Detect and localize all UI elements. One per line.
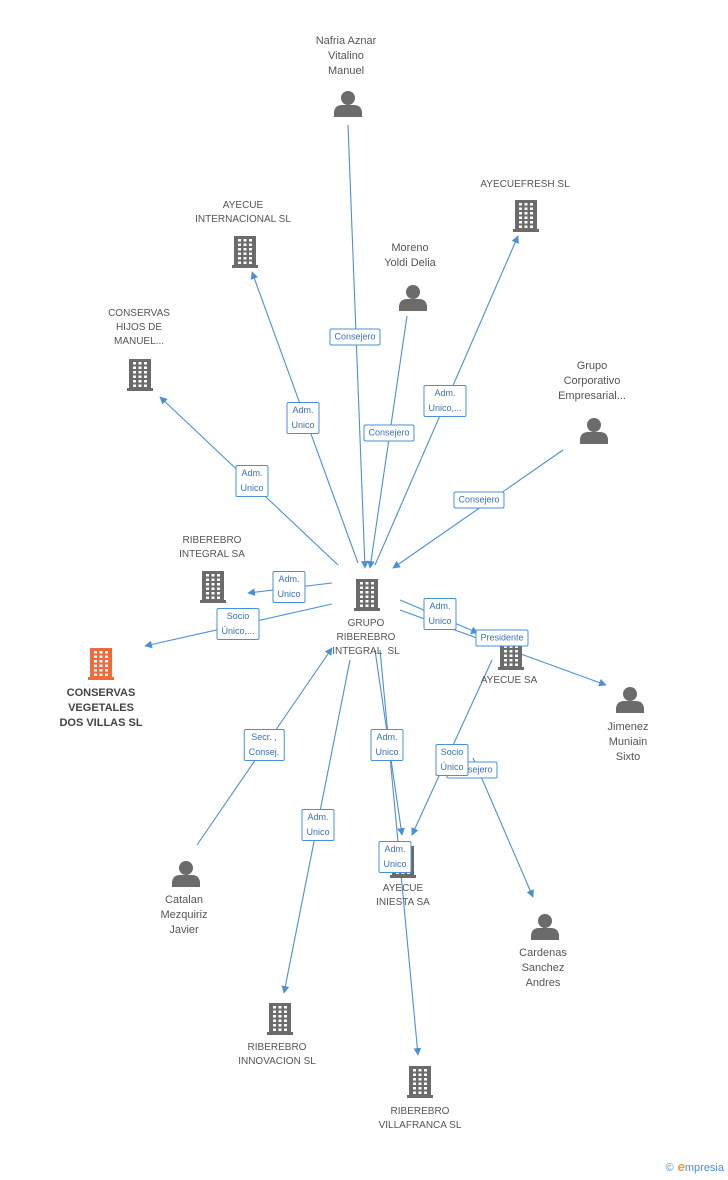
node-label-riberebro-int[interactable]: RIBEREBRO INTEGRAL SA	[179, 535, 245, 560]
building-icon-conservas-vd[interactable]	[88, 648, 114, 680]
node-label-ayecue-sa[interactable]: AYECUE SA	[480, 675, 538, 686]
relation-label-4[interactable]: Adm. Unico,...	[423, 385, 467, 417]
edge-6	[392, 449, 564, 569]
empresia-logo-text: mpresia	[684, 1162, 724, 1174]
building-icon-riberebro-int[interactable]	[200, 571, 226, 603]
relation-label-12[interactable]: Adm. Unico	[301, 809, 335, 841]
empresia-credit[interactable]: ©empresia	[666, 1159, 724, 1174]
person-icon-cardenas[interactable]	[531, 914, 559, 940]
person-icon-jimenez[interactable]	[616, 687, 644, 713]
relation-label-2[interactable]: Adm. Unico	[286, 402, 320, 434]
building-icon-grupo[interactable]	[354, 579, 380, 611]
node-label-moreno[interactable]: Moreno Yoldi Delia	[384, 242, 436, 269]
person-icon-grupo-corp[interactable]	[580, 418, 608, 444]
node-label-riberebro-vf[interactable]: RIBEREBRO VILLAFRANCA SL	[378, 1106, 462, 1131]
node-label-grupo-corp[interactable]: Grupo Corporativo Empresarial...	[558, 360, 626, 402]
node-label-riberebro-inn[interactable]: RIBEREBRO INNOVACION SL	[238, 1042, 316, 1067]
relation-label-11[interactable]: Secr. , Consej.	[243, 729, 285, 761]
node-label-catalan[interactable]: Catalan Mezquiriz Javier	[160, 894, 208, 936]
relation-label-13[interactable]: Adm. Unico	[370, 729, 404, 761]
node-label-ayecuefresh[interactable]: AYECUEFRESH SL	[480, 179, 570, 190]
relation-label-5[interactable]: Adm. Unico	[235, 465, 269, 497]
node-label-jimenez[interactable]: Jimenez Muniain Sixto	[607, 721, 649, 763]
building-icon-ayecue-int[interactable]	[232, 236, 258, 268]
building-icon-riberebro-inn[interactable]	[267, 1003, 293, 1035]
relation-label-15[interactable]: Socio Único	[435, 744, 469, 776]
relation-label-6[interactable]: Consejero	[453, 491, 505, 509]
relation-label-1[interactable]: Consejero	[329, 328, 381, 346]
relation-label-7[interactable]: Adm. Unico	[272, 571, 306, 603]
edge-14	[472, 757, 534, 898]
person-icon-catalan[interactable]	[172, 861, 200, 887]
edge-3	[367, 315, 408, 569]
building-icon-conservas-hm[interactable]	[127, 359, 153, 391]
node-label-ayecue-iniesta[interactable]: AYECUE INIESTA SA	[376, 883, 430, 908]
node-label-ayecue-int[interactable]: AYECUE INTERNACIONAL SL	[195, 200, 291, 225]
relation-label-9[interactable]: Adm. Unico	[423, 598, 457, 630]
relation-label-3[interactable]: Consejero	[363, 424, 415, 442]
edge-1	[347, 124, 369, 569]
person-icon-moreno[interactable]	[399, 285, 427, 311]
copyright-symbol: ©	[665, 1162, 674, 1174]
node-label-cardenas[interactable]: Cardenas Sanchez Andres	[519, 947, 567, 989]
node-label-conservas-hm[interactable]: CONSERVAS HIJOS DE MANUEL...	[108, 308, 170, 347]
person-icon-nafria[interactable]	[334, 91, 362, 117]
building-icon-riberebro-vf[interactable]	[407, 1066, 433, 1098]
empresia-logo-initial: e	[677, 1159, 685, 1174]
relation-label-10[interactable]: Presidente	[475, 629, 529, 647]
relation-label-8[interactable]: Socio Único,...	[216, 608, 260, 640]
node-label-conservas-vd[interactable]: CONSERVAS VEGETALES DOS VILLAS SL	[59, 687, 143, 729]
building-icon-ayecuefresh[interactable]	[513, 200, 539, 232]
node-label-grupo[interactable]: GRUPO RIBEREBRO INTEGRAL SL	[332, 618, 400, 657]
node-label-nafria[interactable]: Nafria Aznar Vitalino Manuel	[315, 35, 377, 77]
relation-label-16[interactable]: Adm. Unico	[378, 841, 412, 873]
